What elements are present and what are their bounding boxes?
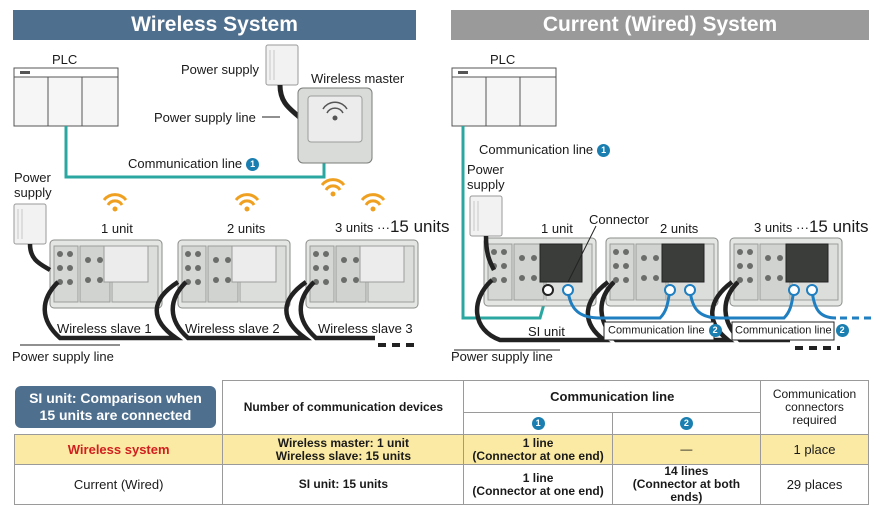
wireless-master-icon [297, 87, 373, 164]
wireless-slave-3-label: Wireless slave 3 [318, 321, 413, 336]
row-line2: — [611, 434, 762, 465]
power-supply-wired-label: Power supply [467, 162, 505, 192]
unit-3-label: 3 units ···15 units [335, 217, 449, 237]
circle-2-badge-a: 2 [708, 324, 722, 337]
wifi-icon-slave-3 [360, 193, 386, 212]
unit-2-label: 2 units [227, 221, 266, 236]
wifi-icon-slave-2 [234, 193, 260, 212]
communication-line-wired-text: Communication line [479, 142, 594, 157]
si-unit-label: SI unit [528, 324, 565, 339]
row-devices-1: SI unit: 15 units [298, 477, 389, 491]
connector-leader [567, 225, 597, 283]
power-supply-top-label: Power supply [181, 62, 260, 77]
wifi-icon-master [320, 178, 346, 197]
unit-1-label: 1 unit [101, 221, 133, 236]
power-supply-left-icon [13, 203, 47, 245]
circle-1-table: 1 [531, 417, 545, 431]
wireless-system-banner: Wireless System [13, 10, 416, 40]
plc-label-wired: PLC [490, 52, 516, 67]
row-devices-2: Wireless slave: 15 units [275, 448, 412, 463]
wireless-slave-2-label: Wireless slave 2 [185, 321, 280, 336]
wired-unit-15-text: 15 units [808, 217, 869, 236]
wired-unit-dots: ··· [795, 220, 809, 235]
communication-line-wireless-text: Communication line [128, 156, 243, 171]
wired-system-banner: Current (Wired) System [451, 10, 869, 40]
wireless-power-cables [27, 243, 375, 341]
circle-1-badge-wired: 1 [597, 144, 611, 158]
row-line1: 1 line(Connector at one end) [463, 434, 613, 465]
wired-unit-3-text: 3 units [754, 220, 793, 235]
communication-line-2a-text: Communication line [608, 324, 705, 337]
col-comm-line-header: Communication line [463, 380, 762, 413]
wired-unit-1-label: 1 unit [541, 221, 573, 236]
col-connectors-header: Communication connectors required [760, 380, 869, 435]
connector-label: Connector [589, 212, 649, 227]
wired-power-supply-line-label: Power supply line [451, 349, 553, 364]
power-supply-line-top-label: Power supply line [154, 110, 256, 125]
power-supply-top-icon [265, 44, 299, 86]
communication-line-2b-text: Communication line [735, 324, 832, 337]
circle-1-badge: 1 [246, 158, 260, 172]
circle-2-badge-b: 2 [835, 324, 849, 337]
plc-label-wireless: PLC [52, 52, 78, 67]
unit-3-text: 3 units [335, 220, 374, 235]
unit-dots: ··· [376, 220, 390, 235]
comparison-table: SI unit: Comparison when 15 units are co… [13, 380, 869, 505]
unit-15-text: 15 units [389, 217, 450, 236]
wired-power-cables [474, 235, 790, 343]
row-line2-b: (Connector at both ends) [632, 477, 741, 504]
wired-unit-3-label: 3 units ···15 units [754, 217, 868, 237]
wired-unit-2-label: 2 units [660, 221, 699, 236]
row-line1-b: (Connector at one end) [472, 448, 604, 463]
wireless-master-label: Wireless master [311, 71, 405, 86]
row-system: Current (Wired) [13, 464, 224, 505]
row-devices-1: Wireless master: 1 unit [277, 435, 410, 450]
power-supply-line-bottom-label: Power supply line [12, 349, 114, 364]
row-line1-b: (Connector at one end) [472, 483, 604, 498]
plc-wired [451, 67, 557, 127]
power-supply-wired-icon [469, 195, 503, 237]
wireless-slave-1-label: Wireless slave 1 [57, 321, 152, 336]
power-supply-left-label: Power supply [14, 170, 52, 200]
sub-header-1: 1 [463, 412, 613, 435]
sub-header-2: 2 [611, 412, 762, 435]
circle-2-table: 2 [679, 417, 693, 431]
plc-wireless [13, 67, 119, 127]
system-diagram [13, 44, 875, 351]
row-system: Wireless system [13, 434, 224, 465]
row-connectors: 1 place [760, 434, 869, 465]
row-line1-a: 1 line [522, 470, 554, 485]
row-line1-a: 1 line [522, 435, 554, 450]
table-caption: SI unit: Comparison when 15 units are co… [14, 386, 217, 429]
table-caption-cell: SI unit: Comparison when 15 units are co… [14, 381, 223, 435]
col-devices-header: Number of communication devices [222, 380, 465, 435]
row-line2-a: — [680, 442, 693, 456]
row-line2-a: 14 lines [664, 464, 709, 478]
wifi-icon-slave-1 [102, 193, 128, 212]
